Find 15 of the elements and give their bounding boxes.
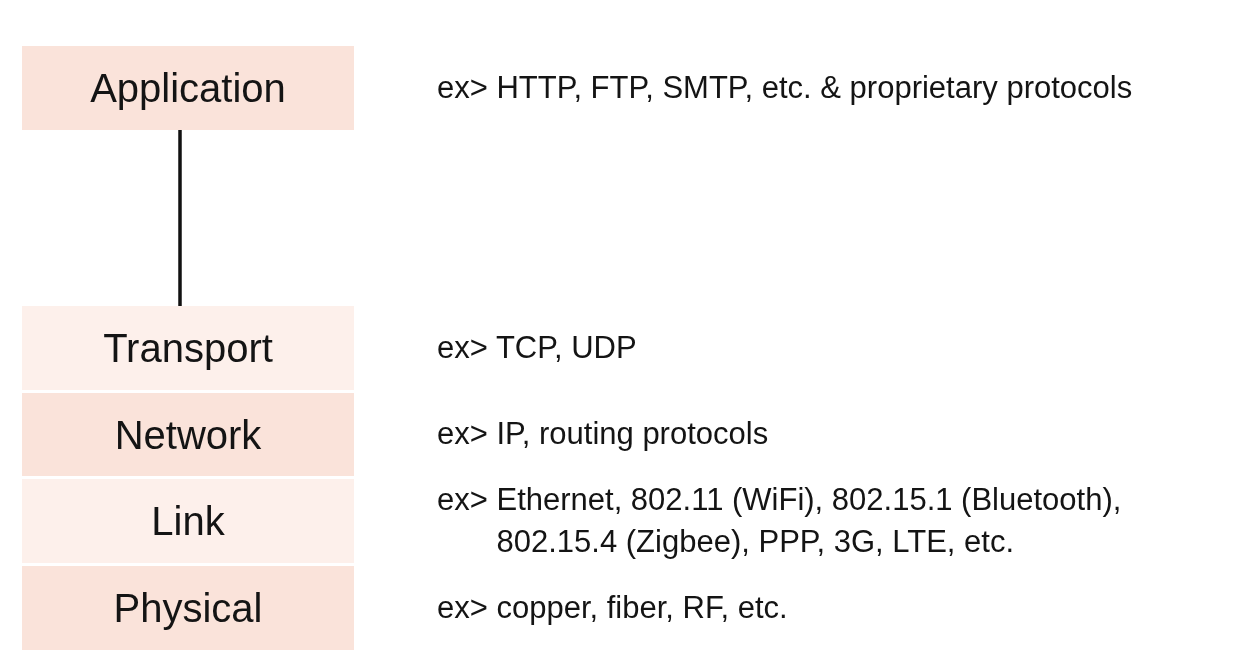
connector-line bbox=[178, 130, 182, 306]
protocol-examples: ex> IP, routing protocols bbox=[437, 415, 769, 454]
layer-name: Network bbox=[114, 411, 262, 458]
protocol-examples: ex> Ethernet, 802.11 (WiFi), 802.15.1 (Bluetooth), 802.15.4 (Zigbee), PPP, 3G, LTE, etc. bbox=[437, 480, 1123, 561]
layer-name: Transport bbox=[103, 325, 273, 371]
layer-name: Physical bbox=[113, 585, 263, 631]
layer-name: Application bbox=[90, 65, 286, 111]
layer-box bbox=[22, 306, 354, 390]
protocol-examples: ex> copper, fiber, RF, etc. bbox=[437, 588, 788, 627]
layer-box bbox=[22, 46, 354, 130]
layer-box bbox=[22, 393, 354, 476]
protocol-examples: ex> TCP, UDP bbox=[437, 328, 637, 367]
layer-name: Link bbox=[151, 498, 225, 544]
protocol-examples: ex> HTTP, FTP, SMTP, etc. & proprietary protocols bbox=[437, 68, 1133, 107]
layer-box bbox=[22, 566, 354, 650]
